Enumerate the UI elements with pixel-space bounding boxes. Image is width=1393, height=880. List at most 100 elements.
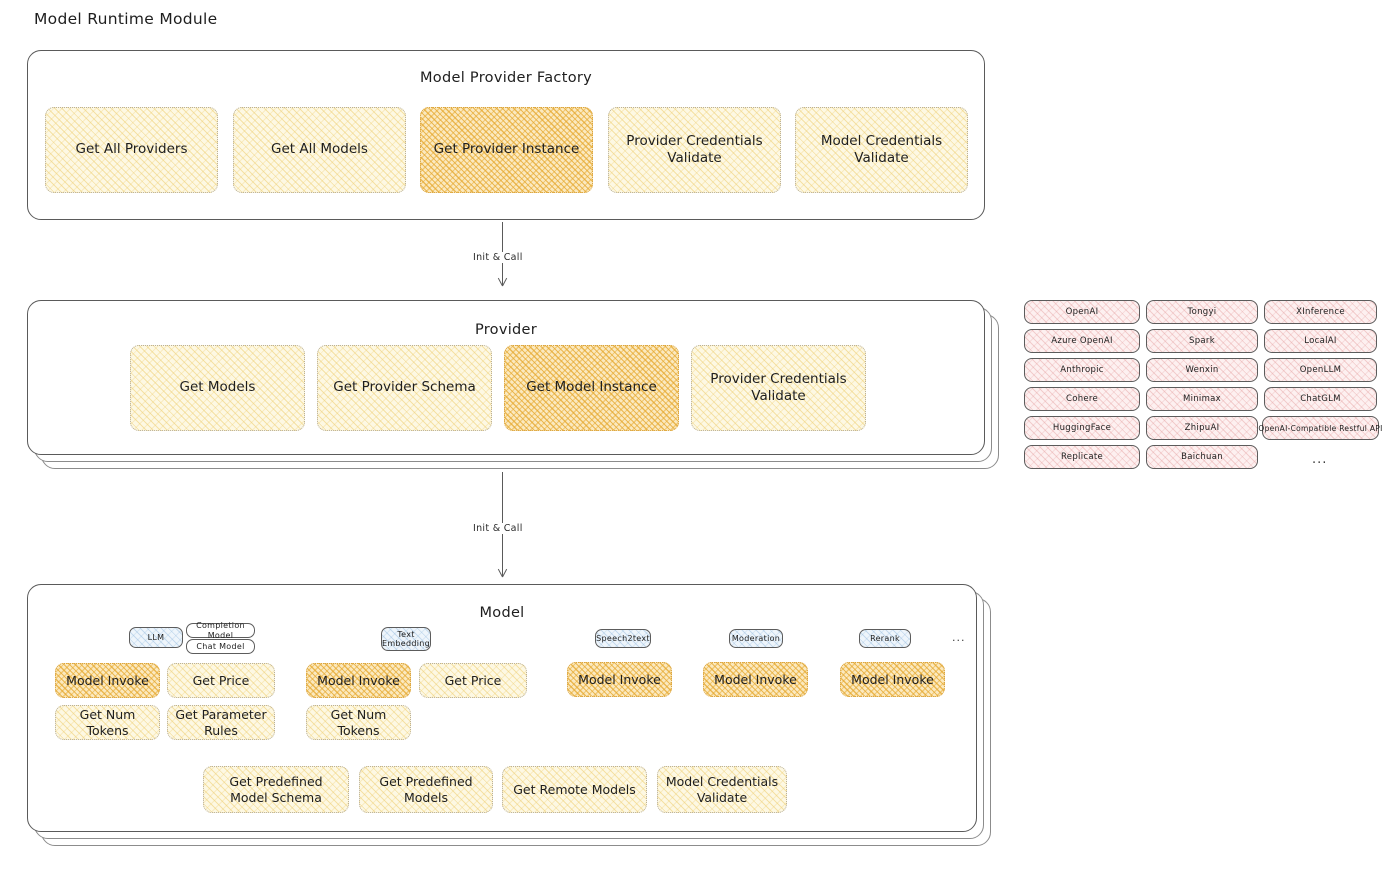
- node-model-credentials-validate-factory[interactable]: Model Credentials Validate: [795, 107, 968, 193]
- node-label: Get Provider Schema: [333, 379, 476, 396]
- node-label: Get Parameter Rules: [175, 706, 267, 738]
- provider-chip-tongyi[interactable]: Tongyi: [1146, 300, 1258, 324]
- chip-label: Completion Model: [196, 621, 245, 640]
- node-label: Model Invoke: [66, 672, 149, 688]
- node-label: Get Remote Models: [513, 781, 636, 797]
- chip-label: Wenxin: [1185, 365, 1219, 375]
- node-provider-credentials-validate-factory[interactable]: Provider Credentials Validate: [608, 107, 781, 193]
- node-label: Model Credentials Validate: [820, 132, 943, 166]
- provider-list-more-indicator: ...: [1312, 452, 1328, 467]
- node-label: Model Invoke: [851, 671, 934, 687]
- model-subtype-chip-completion-model[interactable]: Completion Model: [186, 621, 255, 640]
- node-moderation-model-invoke[interactable]: Model Invoke: [703, 662, 808, 697]
- arrow-factory-to-provider-head: [497, 277, 508, 288]
- node-label: Get Price: [444, 672, 502, 688]
- chip-label: Spark: [1189, 336, 1215, 346]
- node-get-models[interactable]: Get Models: [130, 345, 305, 431]
- provider-chip-openai[interactable]: OpenAI: [1024, 300, 1140, 324]
- model-type-chip-speech2text[interactable]: Speech2text: [595, 629, 651, 648]
- node-label: Get All Providers: [75, 141, 188, 158]
- page-title: Model Runtime Module: [34, 10, 218, 28]
- node-llm-model-invoke[interactable]: Model Invoke: [55, 663, 160, 698]
- node-speech2text-model-invoke[interactable]: Model Invoke: [567, 662, 672, 697]
- node-get-all-providers[interactable]: Get All Providers: [45, 107, 218, 193]
- model-subtype-chip-chat-model[interactable]: Chat Model: [186, 639, 255, 654]
- model-type-chip-moderation[interactable]: Moderation: [729, 629, 783, 648]
- chip-label: Moderation: [731, 633, 781, 643]
- node-text-embedding-get-price[interactable]: Get Price: [419, 663, 527, 698]
- node-get-provider-instance[interactable]: Get Provider Instance: [420, 107, 593, 193]
- node-label: Get Model Instance: [526, 379, 657, 396]
- provider-chip-chatglm[interactable]: ChatGLM: [1264, 387, 1377, 411]
- chip-label: XInference: [1296, 307, 1345, 317]
- provider-chip-openllm[interactable]: OpenLLM: [1264, 358, 1377, 382]
- provider-title: Provider: [474, 322, 538, 338]
- provider-chip-wenxin[interactable]: Wenxin: [1146, 358, 1258, 382]
- chip-label: ChatGLM: [1300, 394, 1341, 404]
- node-label: Model Invoke: [578, 671, 661, 687]
- chip-label: Baichuan: [1181, 452, 1223, 462]
- node-get-model-instance[interactable]: Get Model Instance: [504, 345, 679, 431]
- provider-chip-openai-compatible-restful-api[interactable]: OpenAI-Compatible Restful API: [1258, 416, 1382, 440]
- node-model-credentials-validate-model[interactable]: Model Credentials Validate: [657, 766, 787, 813]
- provider-chip-zhipuai[interactable]: ZhipuAI: [1146, 416, 1258, 440]
- chip-label: Cohere: [1065, 394, 1099, 404]
- node-get-remote-models[interactable]: Get Remote Models: [502, 766, 647, 813]
- provider-chip-minimax[interactable]: Minimax: [1146, 387, 1258, 411]
- node-label: Get Predefined Models: [379, 773, 473, 805]
- chip-label: ZhipuAI: [1184, 423, 1220, 433]
- provider-chip-cohere[interactable]: Cohere: [1024, 387, 1140, 411]
- node-label: Get Num Tokens: [330, 706, 387, 738]
- node-label: Get Models: [179, 379, 256, 396]
- node-get-predefined-models[interactable]: Get Predefined Models: [359, 766, 493, 813]
- node-llm-get-num-tokens[interactable]: Get Num Tokens: [55, 705, 160, 740]
- chip-label: Text Embedding: [381, 629, 431, 648]
- model-title: Model: [479, 605, 525, 621]
- chip-label: OpenLLM: [1299, 365, 1342, 375]
- chip-label: HuggingFace: [1052, 423, 1112, 433]
- model-type-chip-llm[interactable]: LLM: [129, 627, 183, 648]
- node-label: Get Provider Instance: [433, 141, 580, 158]
- provider-chip-baichuan[interactable]: Baichuan: [1146, 445, 1258, 469]
- node-get-provider-schema[interactable]: Get Provider Schema: [317, 345, 492, 431]
- node-provider-credentials-validate[interactable]: Provider Credentials Validate: [691, 345, 866, 431]
- node-label: Get All Models: [271, 141, 368, 158]
- node-label: Get Predefined Model Schema: [229, 773, 323, 805]
- provider-chip-azure-openai[interactable]: Azure OpenAI: [1024, 329, 1140, 353]
- chip-label: Azure OpenAI: [1051, 336, 1113, 346]
- node-llm-get-parameter-rules[interactable]: Get Parameter Rules: [167, 705, 275, 740]
- node-label: Get Price: [192, 672, 250, 688]
- provider-chip-anthropic[interactable]: Anthropic: [1024, 358, 1140, 382]
- model-type-chip-rerank[interactable]: Rerank: [859, 629, 911, 648]
- provider-chip-xinference[interactable]: XInference: [1264, 300, 1377, 324]
- chip-label: Chat Model: [196, 641, 245, 651]
- arrow-provider-to-model-head: [497, 568, 508, 579]
- model-type-chip-text-embedding[interactable]: Text Embedding: [381, 627, 431, 651]
- chip-label: LLM: [147, 632, 165, 642]
- node-label: Get Num Tokens: [79, 706, 136, 738]
- model-types-more-indicator: ...: [952, 631, 966, 644]
- node-label: Provider Credentials Validate: [710, 370, 847, 404]
- node-label: Model Invoke: [714, 671, 797, 687]
- node-rerank-model-invoke[interactable]: Model Invoke: [840, 662, 945, 697]
- chip-label: Anthropic: [1060, 365, 1104, 375]
- provider-chip-spark[interactable]: Spark: [1146, 329, 1258, 353]
- provider-chip-huggingface[interactable]: HuggingFace: [1024, 416, 1140, 440]
- arrow-label-init-call-2: Init & Call: [470, 523, 526, 534]
- chip-label: LocalAI: [1304, 336, 1337, 346]
- node-label: Model Credentials Validate: [665, 773, 779, 805]
- chip-label: Speech2text: [596, 633, 650, 643]
- chip-label: OpenAI-Compatible Restful API: [1258, 423, 1383, 433]
- node-get-all-models[interactable]: Get All Models: [233, 107, 406, 193]
- chip-label: Tongyi: [1187, 307, 1217, 317]
- provider-chip-localai[interactable]: LocalAI: [1264, 329, 1377, 353]
- chip-label: Replicate: [1060, 452, 1104, 462]
- provider-chip-replicate[interactable]: Replicate: [1024, 445, 1140, 469]
- node-llm-get-price[interactable]: Get Price: [167, 663, 275, 698]
- node-get-predefined-model-schema[interactable]: Get Predefined Model Schema: [203, 766, 349, 813]
- node-label: Provider Credentials Validate: [626, 132, 763, 166]
- node-text-embedding-model-invoke[interactable]: Model Invoke: [306, 663, 411, 698]
- chip-label: OpenAI: [1065, 307, 1099, 317]
- arrow-label-init-call-1: Init & Call: [470, 252, 526, 263]
- node-text-embedding-get-num-tokens[interactable]: Get Num Tokens: [306, 705, 411, 740]
